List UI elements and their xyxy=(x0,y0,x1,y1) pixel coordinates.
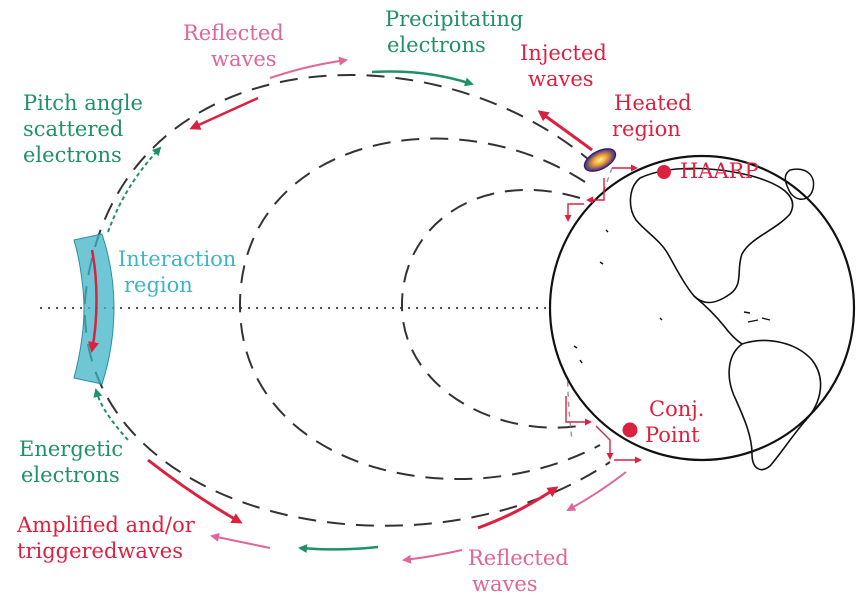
amplified-line-1: Amplified and/or xyxy=(17,513,195,537)
precipitating-electrons-label: Precipitating electrons xyxy=(385,6,523,58)
injected-waves-line-2: waves xyxy=(528,67,594,91)
reflected-waves-lower-right-arrow xyxy=(566,471,627,511)
reflected-waves-bottom-line-2: waves xyxy=(472,572,538,596)
energetic-electrons-line-2: electrons xyxy=(21,463,120,487)
heated-region-label: Heated region xyxy=(612,90,692,142)
middle-field-line xyxy=(238,137,601,480)
precipitating-electrons-line-1: Precipitating xyxy=(385,7,524,31)
conjugate-point-line-1: Conj. xyxy=(649,397,705,421)
pitch-angle-line-2: scattered xyxy=(23,117,124,141)
reflected-waves-top-line-2: waves xyxy=(211,47,277,71)
amplified-waves-arrow xyxy=(147,458,243,524)
injected-waves-line-1: Injected xyxy=(520,41,607,65)
amplified-triggered-waves-label: Amplified and/or triggeredwaves xyxy=(17,512,195,564)
reflected-waves-bottom-line-1: Reflected xyxy=(468,546,569,570)
heated-region-icon xyxy=(583,148,617,172)
precipitating-electrons-arrow xyxy=(371,70,474,87)
interaction-wave-arrow xyxy=(88,249,99,353)
conjugate-point-line-2: Point xyxy=(645,423,700,447)
heated-region-line-1: Heated xyxy=(614,91,692,115)
heated-region-line-2: region xyxy=(612,117,681,141)
pitch-angle-scattered-electrons-label: Pitch angle scattered electrons xyxy=(23,90,143,168)
ray-path-south-2 xyxy=(595,425,614,460)
reflected-waves-top-line-1: Reflected xyxy=(183,21,284,45)
energetic-electrons-arrow xyxy=(93,388,129,441)
pitch-scattered-electrons-arrow xyxy=(107,146,162,233)
precipitating-electrons-line-2: electrons xyxy=(387,33,486,57)
reflected-waves-top-arrow xyxy=(269,56,348,79)
amplified-line-2: triggeredwaves xyxy=(17,539,183,563)
interaction-region-line-2: region xyxy=(124,273,193,297)
pitch-angle-line-1: Pitch angle xyxy=(23,91,143,115)
triggered-wave-arrow xyxy=(477,486,559,530)
conjugate-point-marker-icon xyxy=(622,422,638,438)
reflected-waves-bottom-arrow xyxy=(402,549,463,564)
reflected-waves-bottom-label: Reflected waves xyxy=(468,545,569,597)
interaction-region-line-1: Interaction xyxy=(118,247,237,271)
pitch-angle-line-3: electrons xyxy=(23,143,122,167)
interaction-region-label: Interaction region xyxy=(118,246,236,298)
earth-globe-icon xyxy=(548,154,856,471)
ray-path-south-1 xyxy=(565,396,592,426)
returning-electrons-arrow xyxy=(298,544,379,554)
ray-path-north-1 xyxy=(586,178,605,204)
injected-waves-arrow xyxy=(537,110,593,152)
inner-field-line xyxy=(400,188,586,429)
reflected-waves-bottom-left-arrow xyxy=(210,532,271,549)
conjugate-point-label: Conj. Point xyxy=(645,396,704,448)
haarp-label: HAARP xyxy=(680,159,759,183)
energetic-electrons-line-1: Energetic xyxy=(19,437,124,461)
energetic-electrons-label: Energetic electrons xyxy=(19,436,123,488)
ray-path-north-2 xyxy=(564,203,584,222)
reflected-waves-top-label: Reflected waves xyxy=(183,20,284,72)
injected-waves-label: Injected waves xyxy=(520,40,607,92)
haarp-site-marker-icon xyxy=(657,165,671,179)
reflected-wave-outbound-arrow xyxy=(189,96,259,130)
interaction-region xyxy=(73,233,115,385)
